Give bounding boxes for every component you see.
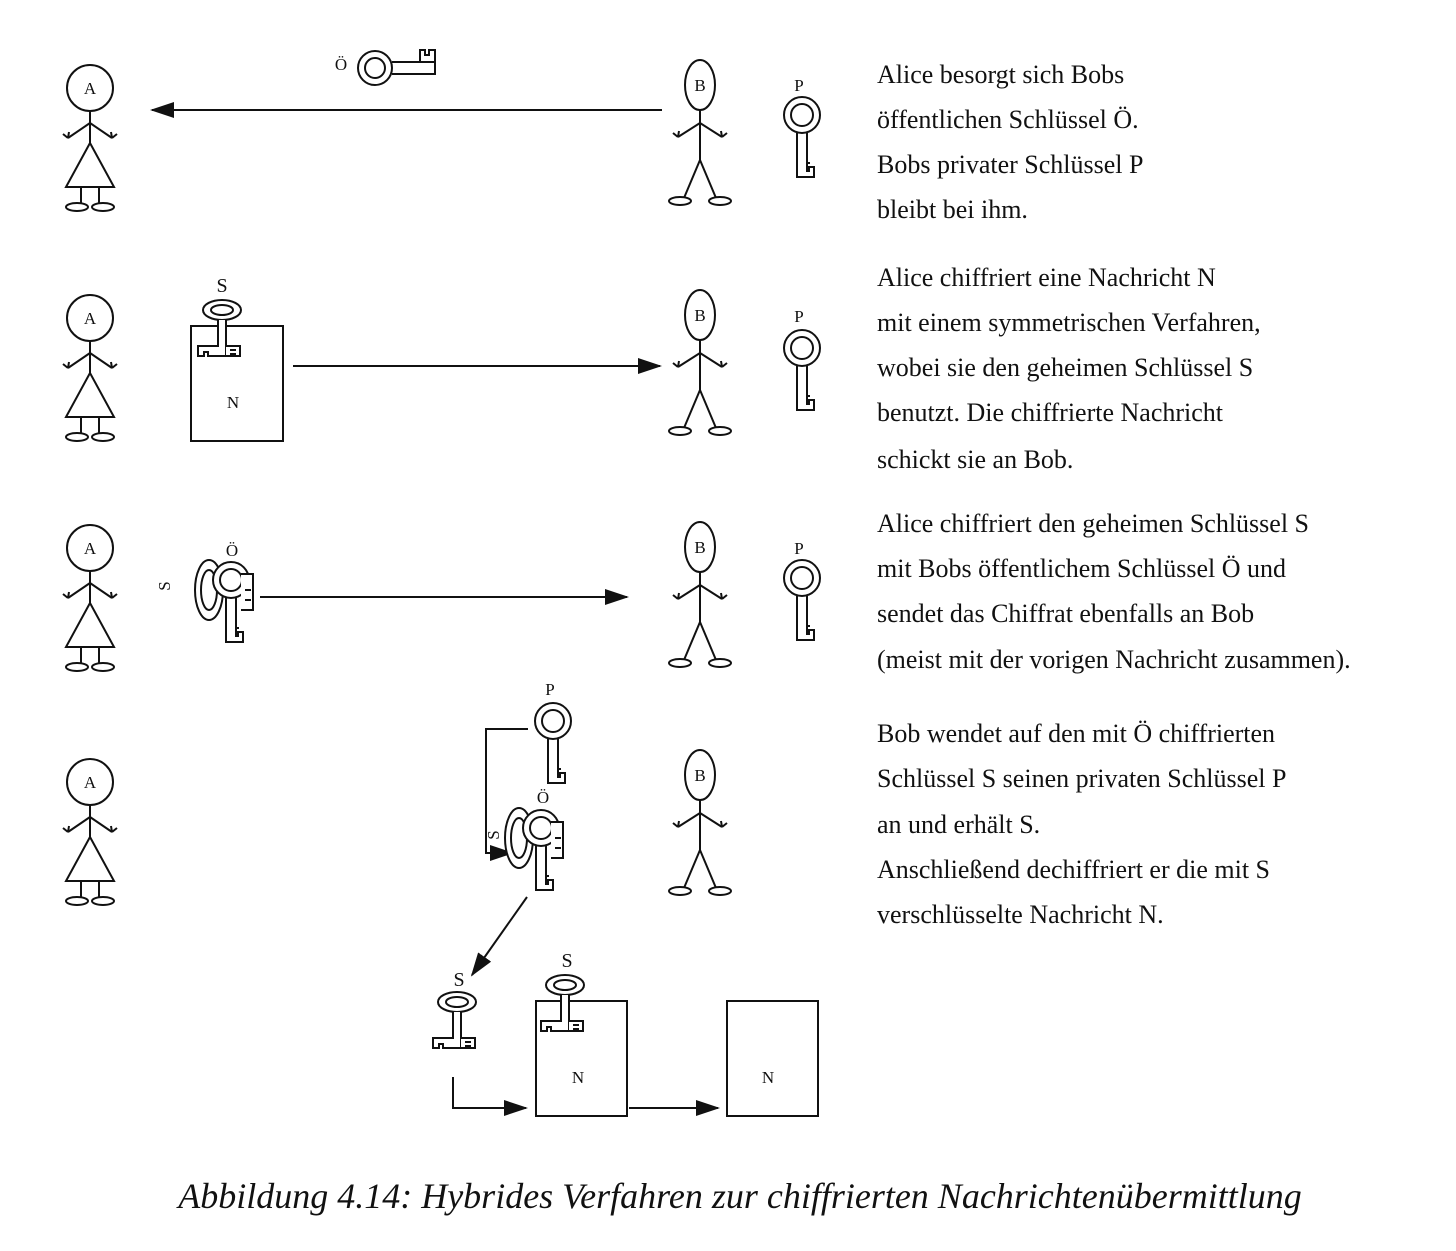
text-line: Alice besorgt sich Bobs: [877, 60, 1124, 89]
bob-label: B: [694, 76, 705, 95]
private-key-icon: [783, 96, 821, 178]
message-label: N: [227, 393, 239, 412]
encrypted-message-box: [535, 1000, 628, 1117]
arrow-apply-private-key: [485, 728, 528, 861]
text-line: Bob wendet auf den mit Ö chiffrierten: [877, 719, 1275, 748]
alice-label: A: [84, 79, 97, 98]
step-1-text: Alice besorgt sich Bobs öffentlichen Sch…: [877, 60, 1144, 224]
text-line: mit einem symmetrischen Verfahren,: [877, 308, 1261, 337]
message-label: N: [572, 1068, 584, 1087]
text-line: schickt sie an Bob.: [877, 445, 1073, 474]
private-key-label: P: [794, 307, 803, 326]
step-4-text: Bob wendet auf den mit Ö chiffrierten Sc…: [877, 719, 1286, 929]
text-line: Schlüssel S seinen privaten Schlüssel P: [877, 764, 1286, 793]
text-line: benutzt. Die chiffrierte Nachricht: [877, 398, 1224, 427]
secret-key-label: S: [155, 581, 174, 590]
secret-key-label: S: [453, 969, 464, 991]
text-line: verschlüsselte Nachricht N.: [877, 900, 1164, 929]
encrypted-secret-key-icon: [505, 808, 563, 890]
secret-key-label: S: [216, 275, 227, 297]
text-line: (meist mit der vorigen Nachricht zusamme…: [877, 645, 1351, 674]
arrow-apply-secret-key: [452, 1077, 528, 1116]
message-label: N: [762, 1068, 774, 1087]
private-key-label: P: [794, 539, 803, 558]
alice-label: A: [84, 773, 97, 792]
public-key-label: Ö: [335, 55, 347, 74]
public-key-icon: [357, 49, 436, 86]
figure-caption: Abbildung 4.14: Hybrides Verfahren zur c…: [176, 1176, 1302, 1216]
row-1: A Ö B P: [62, 49, 821, 212]
encrypted-secret-key-icon: [195, 560, 253, 642]
text-line: sendet das Chiffrat ebenfalls an Bob: [877, 599, 1254, 628]
public-key-label: Ö: [537, 788, 549, 807]
arrow-decrypted-key: [470, 896, 528, 977]
step-2-text: Alice chiffriert eine Nachricht N mit ei…: [877, 263, 1261, 474]
row-4: A B P Ö S S S N N: [62, 680, 819, 1117]
step-3-text: Alice chiffriert den geheimen Schlüssel …: [877, 509, 1351, 674]
message-box: [190, 325, 284, 442]
bob-label: B: [694, 306, 705, 325]
secret-key-label: S: [561, 950, 572, 972]
text-line: bleibt bei ihm.: [877, 195, 1028, 224]
secret-key-label: S: [484, 830, 503, 839]
secret-key-icon: [432, 991, 477, 1049]
alice-label: A: [84, 539, 97, 558]
text-line: an und erhält S.: [877, 810, 1040, 839]
text-line: Alice chiffriert den geheimen Schlüssel …: [877, 509, 1309, 538]
text-line: mit Bobs öffentlichem Schlüssel Ö und: [877, 554, 1286, 583]
bob-label: B: [694, 766, 705, 785]
private-key-icon: [783, 329, 821, 411]
private-key-label: P: [545, 680, 554, 699]
text-line: Alice chiffriert eine Nachricht N: [877, 263, 1216, 292]
row-3: A Ö S B P: [62, 521, 821, 672]
text-line: wobei sie den geheimen Schlüssel S: [877, 353, 1253, 382]
private-key-label: P: [794, 76, 803, 95]
private-key-icon: [534, 702, 572, 784]
public-key-label: Ö: [226, 541, 238, 560]
text-line: Bobs privater Schlüssel P: [877, 150, 1144, 179]
private-key-icon: [783, 559, 821, 641]
decrypted-message-box: [726, 1000, 819, 1117]
text-line: Anschließend dechiffriert er die mit S: [877, 855, 1270, 884]
row-2: A N S B P: [62, 275, 821, 442]
text-line: öffentlichen Schlüssel Ö.: [877, 105, 1139, 134]
alice-label: A: [84, 309, 97, 328]
bob-label: B: [694, 538, 705, 557]
